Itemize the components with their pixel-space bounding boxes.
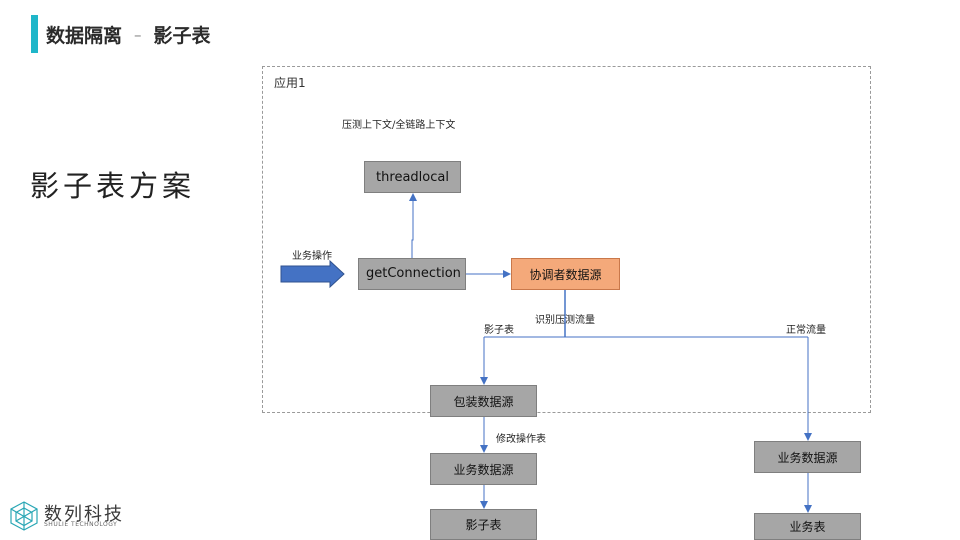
- arrow-getconnection-to-threadlocal: [409, 193, 417, 258]
- getconnection-node: getConnection: [358, 258, 466, 290]
- threadlocal-node: threadlocal: [364, 161, 461, 193]
- identify-traffic-label: 识别压测流量: [535, 315, 595, 326]
- business-table-node: 业务表: [754, 513, 861, 540]
- main-heading: 影子表方案: [30, 169, 196, 203]
- shadow-table-node: 影子表: [430, 509, 537, 540]
- application-label: 应用1: [274, 76, 306, 90]
- application-boundary: [262, 66, 871, 413]
- wrapper-datasource-node: 包装数据源: [430, 385, 537, 417]
- shadow-branch-label: 影子表: [484, 325, 514, 336]
- title-accent-bar: [31, 15, 38, 53]
- title-sub: 影子表: [153, 25, 211, 47]
- title-separator: –: [134, 26, 142, 44]
- business-operation-arrow: [280, 259, 345, 289]
- business-datasource-left-node: 业务数据源: [430, 453, 537, 485]
- context-label: 压测上下文/全链路上下文: [342, 120, 456, 131]
- company-logo-tagline: SHULIE TECHNOLOGY: [44, 521, 118, 528]
- coordinator-datasource-node: 协调者数据源: [511, 258, 620, 290]
- company-logo-name: 数列科技: [44, 504, 124, 525]
- business-datasource-right-node: 业务数据源: [754, 441, 861, 473]
- title-main: 数据隔离: [46, 25, 123, 47]
- page-title: 数据隔离–影子表: [46, 21, 211, 48]
- business-operation-label: 业务操作: [292, 251, 332, 262]
- normal-traffic-label: 正常流量: [786, 325, 826, 336]
- company-logo-icon: [10, 501, 38, 531]
- modify-table-label: 修改操作表: [496, 434, 546, 445]
